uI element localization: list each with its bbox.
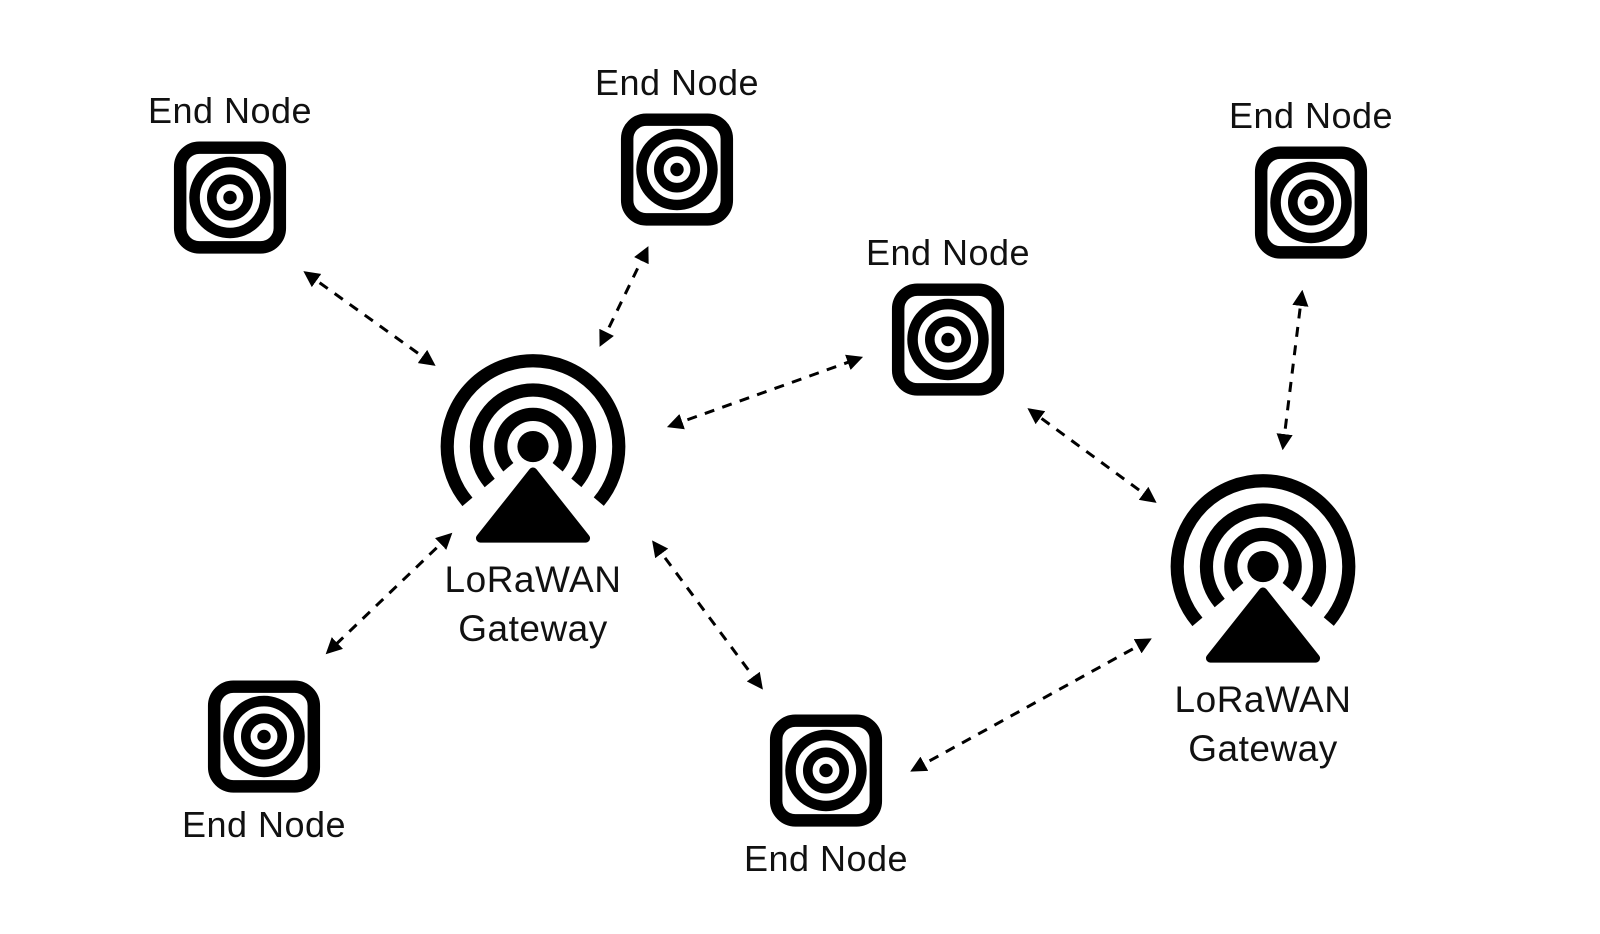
end-node-label: End Node — [865, 232, 1031, 273]
gateway-label-line2: Gateway — [1188, 728, 1338, 769]
gateway-label-line1: LoRaWAN — [1174, 679, 1352, 720]
lorawan-gateway-icon — [1170, 474, 1356, 663]
end-node-label: End Node — [1228, 95, 1394, 136]
end-node-label: End Node — [147, 90, 313, 131]
gateway-label-line2: Gateway — [458, 608, 608, 649]
end-node-icon — [620, 113, 734, 226]
end-node-label: End Node — [181, 804, 347, 845]
gateway-label: LoRaWAN Gateway — [445, 555, 622, 653]
edge-gatewayleft-endnode-bottommiddle — [652, 540, 763, 690]
lorawan-gateway-icon — [440, 354, 626, 543]
gateway-label: LoRaWAN Gateway — [1175, 675, 1352, 773]
gateway-label-line1: LoRaWAN — [444, 559, 622, 600]
end-node-icon — [173, 141, 287, 254]
edge-gatewayright-endnode-middle — [1027, 408, 1157, 503]
edge-gatewayleft-endnode-bottomleft — [325, 532, 453, 655]
edge-gatewayleft-endnode-topmiddle — [599, 246, 649, 347]
edge-gatewayleft-endnode-topleft — [303, 271, 436, 366]
end-node-label: End Node — [743, 838, 909, 879]
edge-gatewayright-endnode-topright — [1276, 289, 1309, 451]
end-node-icon — [769, 714, 883, 827]
end-node-icon — [207, 680, 321, 793]
end-node-label: End Node — [594, 62, 760, 103]
edge-gatewayleft-endnode-middle — [666, 354, 864, 430]
end-node-icon — [1254, 146, 1368, 259]
end-node-icon — [891, 283, 1005, 396]
edge-gatewayright-endnode-bottommiddle — [910, 638, 1152, 772]
